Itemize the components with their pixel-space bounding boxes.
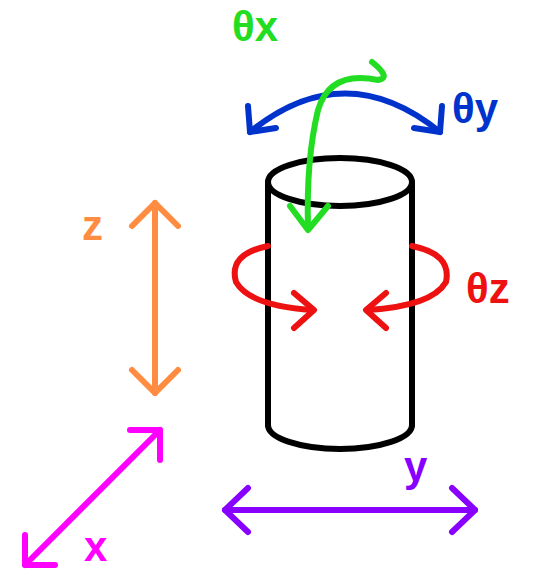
theta-z-arrow: [235, 246, 447, 328]
theta-y-arrow: [248, 94, 442, 133]
axis-label: z: [82, 205, 103, 247]
axis-label: y: [404, 446, 427, 488]
y-arrow: [225, 488, 475, 532]
cylinder: [268, 158, 412, 449]
axis-label: x: [84, 526, 107, 568]
z-arrow: [132, 203, 178, 393]
theta-x-arrow: [290, 62, 384, 230]
rotation-label: θx: [232, 6, 278, 48]
rotation-label: θz: [466, 268, 510, 310]
rotation-label: θy: [452, 88, 498, 130]
